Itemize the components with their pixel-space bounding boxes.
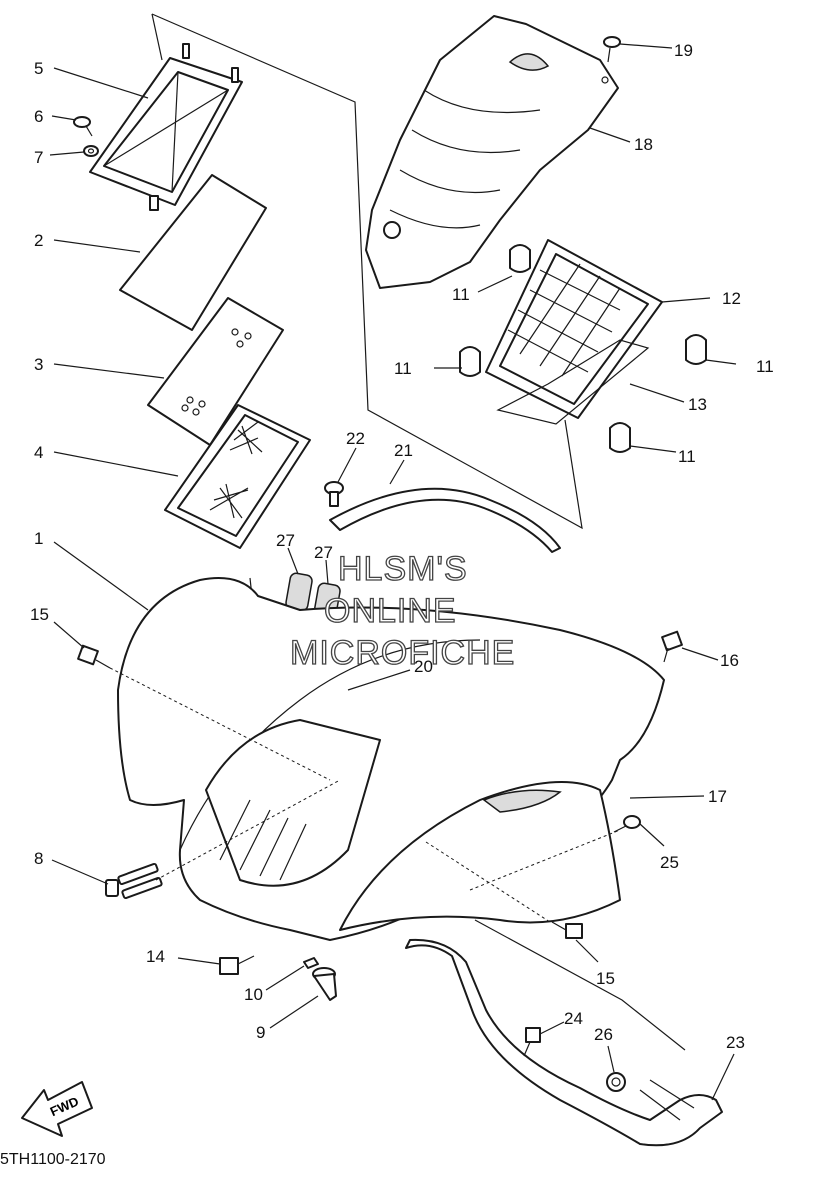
leader-lines xyxy=(49,43,737,1101)
washer-part xyxy=(83,145,99,157)
wire-harness-clip xyxy=(105,862,163,900)
watermark: HLSM'S ONLINE MICROFICHE xyxy=(289,549,515,672)
bumper-guard xyxy=(405,938,723,1147)
front-fender-body xyxy=(117,577,665,941)
screw-part xyxy=(613,815,641,833)
callout-23: 23 xyxy=(726,1033,745,1052)
callout-27: 27 xyxy=(276,531,295,550)
grille-screen xyxy=(496,339,650,425)
callout-11: 11 xyxy=(452,285,470,304)
screw-part xyxy=(603,36,621,63)
callout-10: 10 xyxy=(244,985,263,1004)
callout-18: 18 xyxy=(634,135,653,154)
callout-numbers: 5 6 7 2 3 4 1 15 8 14 10 9 19 18 11 12 1… xyxy=(30,41,774,1052)
bolt-part xyxy=(523,1027,541,1057)
callout-15: 15 xyxy=(30,605,49,624)
callout-11: 11 xyxy=(756,357,774,376)
watermark-line-2: ONLINE xyxy=(324,592,457,630)
callout-13: 13 xyxy=(688,395,707,414)
callout-4: 4 xyxy=(34,443,43,462)
clip-part xyxy=(459,244,707,453)
callout-11: 11 xyxy=(394,359,412,378)
callout-1: 1 xyxy=(34,529,43,548)
cap-part xyxy=(312,967,337,1001)
bolt-part xyxy=(219,955,255,975)
callout-5: 5 xyxy=(34,59,43,78)
callout-26: 26 xyxy=(594,1025,613,1044)
callout-27: 27 xyxy=(314,543,333,562)
assembly-dashed-lines xyxy=(109,667,621,923)
screw-part xyxy=(73,116,93,137)
bolt-part xyxy=(661,630,683,663)
bolt-part xyxy=(551,921,583,939)
front-grille xyxy=(485,239,663,419)
callout-3: 3 xyxy=(34,355,43,374)
callout-25: 25 xyxy=(660,853,679,872)
callout-24: 24 xyxy=(564,1009,583,1028)
callout-14: 14 xyxy=(146,947,165,966)
callout-2: 2 xyxy=(34,231,43,250)
filter-mesh-frame xyxy=(164,404,311,549)
forward-direction-arrow-icon: FWD xyxy=(21,1081,93,1137)
callout-8: 8 xyxy=(34,849,43,868)
callout-16: 16 xyxy=(720,651,739,670)
watermark-line-1: HLSM'S xyxy=(338,550,468,588)
support-bracket xyxy=(329,487,561,553)
callout-7: 7 xyxy=(34,148,43,167)
clip-part xyxy=(303,957,319,969)
filter-case-frame xyxy=(89,43,243,211)
callout-15: 15 xyxy=(596,969,615,988)
callout-9: 9 xyxy=(256,1023,265,1042)
callout-22: 22 xyxy=(346,429,365,448)
filter-plate xyxy=(119,174,267,331)
bolt-part xyxy=(77,644,111,669)
rivet-part xyxy=(324,481,344,507)
callout-20: 20 xyxy=(414,657,433,676)
front-cover-panel xyxy=(365,15,619,289)
callout-6: 6 xyxy=(34,107,43,126)
drawing-code: 5TH1100-2170 xyxy=(0,1151,106,1168)
callout-19: 19 xyxy=(674,41,693,60)
callout-12: 12 xyxy=(722,289,741,308)
callout-21: 21 xyxy=(394,441,413,460)
callout-17: 17 xyxy=(708,787,727,806)
nut-part xyxy=(606,1072,626,1092)
watermark-line-3: MICROFICHE xyxy=(290,634,515,672)
callout-11: 11 xyxy=(678,447,696,466)
